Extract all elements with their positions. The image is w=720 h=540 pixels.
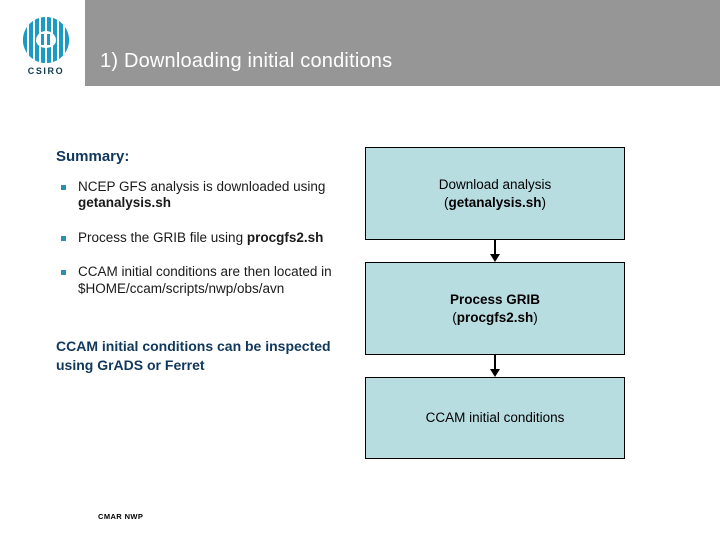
flow-box-title: Download analysis bbox=[438, 177, 552, 193]
summary-panel: Summary: NCEP GFS analysis is downloaded… bbox=[56, 148, 356, 374]
flow-box-subtitle: (getanalysis.sh) bbox=[444, 194, 546, 211]
connector-stem bbox=[494, 355, 496, 371]
list-item: Process the GRIB file using procgfs2.sh bbox=[56, 230, 356, 246]
logo-circle-icon bbox=[23, 17, 69, 63]
flow-connector-1 bbox=[365, 240, 625, 262]
list-item-text: Process the GRIB file using bbox=[78, 229, 247, 245]
flow-box-download-analysis: Download analysis (getanalysis.sh) bbox=[365, 147, 625, 240]
bullet-square-icon bbox=[61, 270, 66, 276]
header-bar bbox=[85, 0, 720, 86]
arrow-down-icon bbox=[490, 254, 500, 262]
paren-close: ) bbox=[533, 309, 538, 325]
logo-emblem-icon bbox=[36, 31, 56, 48]
csiro-logo: CSIRO bbox=[17, 17, 75, 79]
bullet-square-icon bbox=[61, 235, 66, 241]
flow-box-subtitle: (procgfs2.sh) bbox=[452, 309, 538, 326]
page-title: 1) Downloading initial conditions bbox=[100, 50, 393, 72]
list-item-emphasis: procgfs2.sh bbox=[246, 229, 324, 245]
flow-box-ccam-initial-conditions: CCAM initial conditions bbox=[365, 377, 625, 459]
paren-open: ( bbox=[452, 309, 457, 325]
flow-connector-2 bbox=[365, 355, 625, 377]
list-item: NCEP GFS analysis is downloaded using ge… bbox=[56, 179, 356, 212]
closing-note: CCAM initial conditions can be inspected… bbox=[56, 338, 331, 373]
list-item: CCAM initial conditions are then located… bbox=[56, 264, 356, 297]
flow-box-title: CCAM initial conditions bbox=[425, 410, 565, 426]
arrow-down-icon bbox=[490, 369, 500, 377]
csiro-wordmark: CSIRO bbox=[27, 66, 65, 76]
connector-stem bbox=[494, 240, 496, 256]
paren-close: ) bbox=[541, 194, 547, 210]
slide-footer: CMAR NWP bbox=[98, 512, 144, 521]
flow-box-process-grib: Process GRIB (procgfs2.sh) bbox=[365, 262, 625, 355]
summary-bullet-list: NCEP GFS analysis is downloaded using ge… bbox=[56, 179, 356, 297]
list-item-text: CCAM initial conditions are then located… bbox=[78, 264, 332, 296]
flow-box-script-name: procgfs2.sh bbox=[456, 309, 534, 325]
flowchart: Download analysis (getanalysis.sh) Proce… bbox=[365, 147, 625, 459]
flow-box-title: Process GRIB bbox=[449, 292, 541, 308]
bullet-square-icon bbox=[61, 185, 66, 190]
list-item-text: NCEP GFS analysis is downloaded using bbox=[78, 179, 326, 194]
csiro-logo-mark bbox=[20, 17, 72, 63]
paren-open: ( bbox=[443, 194, 449, 210]
list-item-emphasis: getanalysis.sh bbox=[78, 195, 172, 211]
flow-box-script-name: getanalysis.sh bbox=[448, 194, 542, 210]
summary-heading: Summary: bbox=[56, 148, 130, 165]
